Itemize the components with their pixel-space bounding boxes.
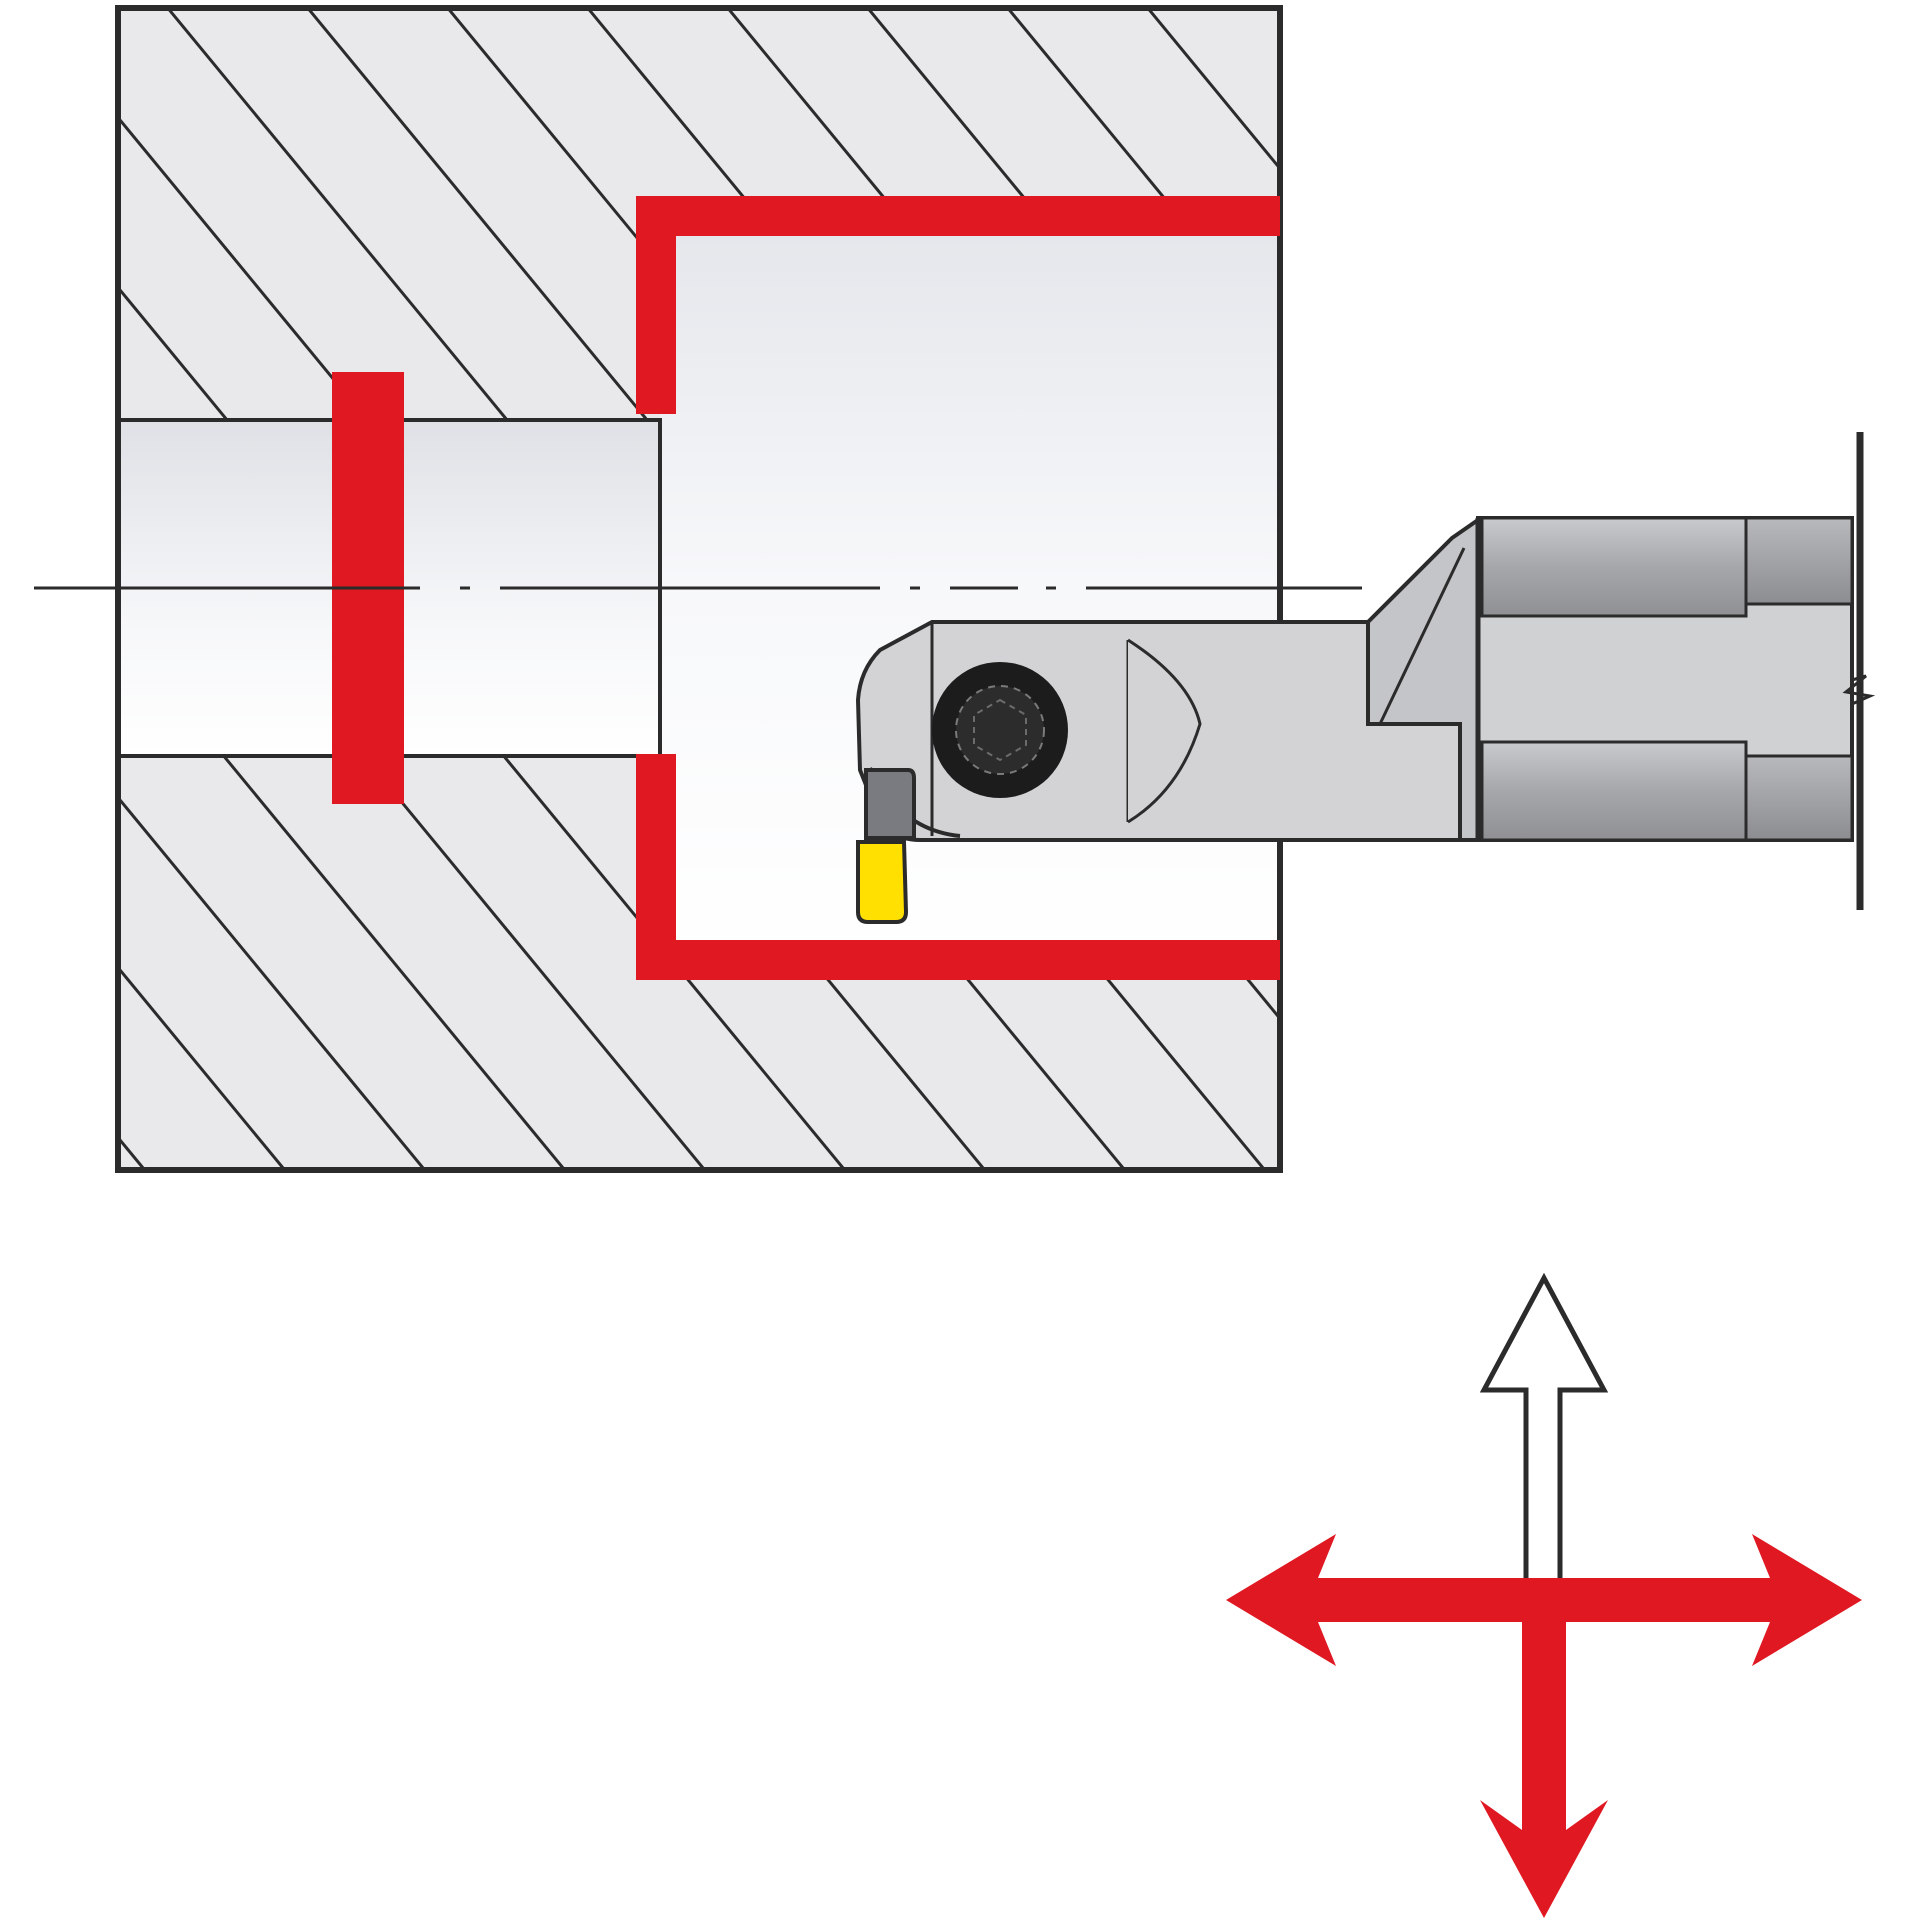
shank-upper-flat-end [1744,516,1854,606]
feed-direction-arrows [1226,1272,1862,1918]
shank-lower-flat-end [1744,754,1854,842]
shank-lower-flat [1480,740,1748,842]
shank-break-line [1842,600,1876,760]
contour-bottom-wall [636,940,1280,980]
contour-bottom-shoulder [636,754,676,980]
clamp-screw-icon [932,662,1068,798]
shank-upper-flat [1480,516,1748,618]
contour-top-shoulder [636,196,676,414]
feed-arrow-up-icon [1479,1272,1609,1603]
tool-neck [1366,516,1480,842]
cutting-insert-icon [856,768,916,924]
clamp-lobe [1127,638,1202,824]
feed-arrow-down-icon [1480,1600,1608,1918]
contour-top-wall [636,196,1280,236]
